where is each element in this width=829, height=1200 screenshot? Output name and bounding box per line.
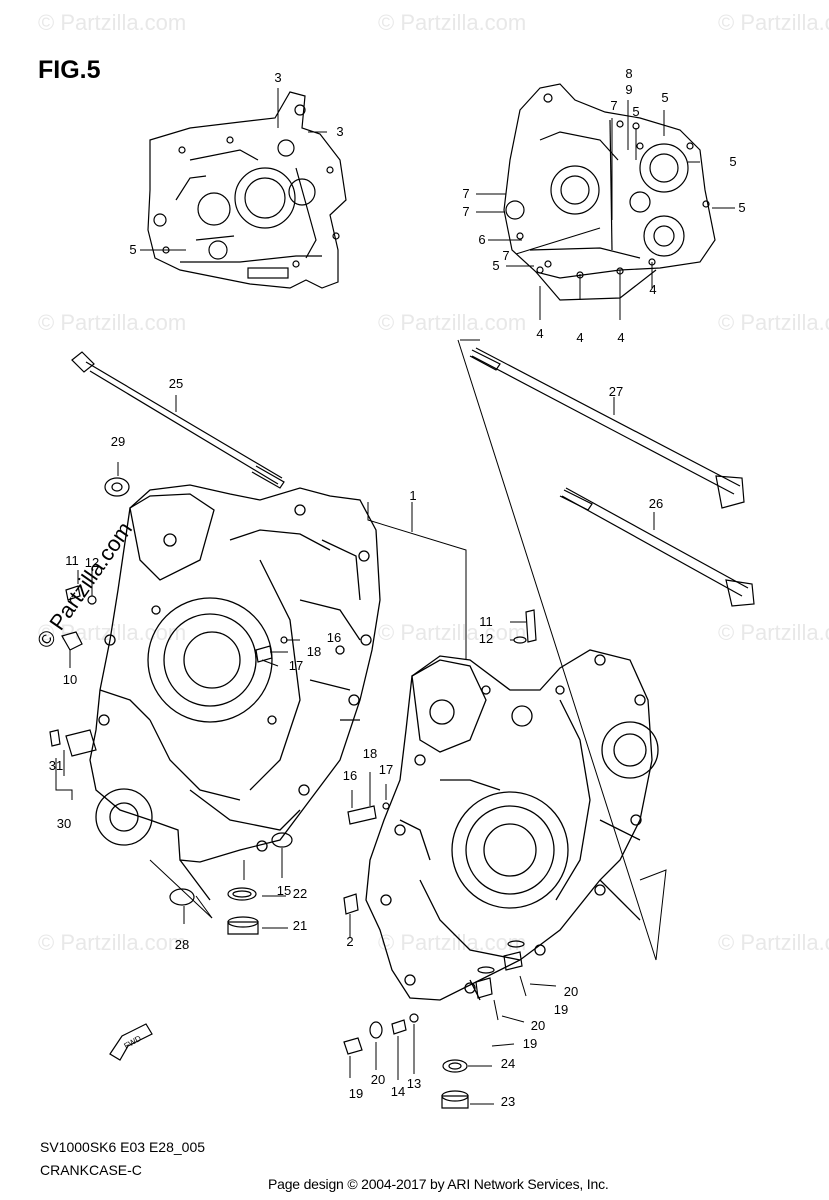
callout-7: 7 [462,186,469,201]
callout-16: 16 [327,630,341,645]
callout-16: 16 [343,768,357,783]
callout-6: 6 [478,232,485,247]
diagram-code: SV1000SK6 E03 E28_005 [40,1139,206,1155]
callout-30: 30 [57,816,71,831]
watermark-text: © Partzilla.com [378,620,526,645]
callout-5: 5 [661,90,668,105]
figure-title: FIG.5 [38,56,101,84]
callout-12: 12 [479,631,493,646]
watermark-text: © Partzilla.com [38,310,186,335]
callout-9: 9 [625,82,632,97]
copyright-footer: Page design © 2004-2017 by ARI Network S… [268,1176,609,1192]
callout-21: 21 [293,918,307,933]
callout-5: 5 [492,258,499,273]
watermark-layer: © Partzilla.com © Partzilla.com © Partzill… [38,10,829,955]
callout-7: 7 [610,98,617,113]
callout-8: 8 [625,66,632,81]
callout-26: 26 [649,496,663,511]
callout-13: 13 [407,1076,421,1091]
callout-3: 3 [274,70,281,85]
watermark-text: © Partzilla.com [378,10,526,35]
crankcase-left-half [89,484,381,901]
callout-4: 4 [649,282,656,297]
callout-27: 27 [609,384,623,399]
inset-crankcase-right [503,83,716,301]
leader-lines [55,88,735,1105]
callout-20: 20 [371,1072,385,1087]
callout-5: 5 [632,104,639,119]
inset-crankcase-left [147,91,347,289]
callout-3: 3 [336,124,343,139]
callout-1: 1 [409,488,416,503]
callout-25: 25 [169,376,183,391]
fwd-arrow-label: FWD [123,1034,143,1051]
watermark-text: © Partzilla.com [378,310,526,335]
callout-11: 11 [479,614,493,629]
crankcase-right-half [365,649,659,1001]
callout-2: 2 [346,934,353,949]
callout-5: 5 [129,242,136,257]
callout-4: 4 [576,330,583,345]
callout-19: 19 [523,1036,537,1051]
callout-5: 5 [738,200,745,215]
callout-18: 18 [307,644,321,659]
callout-17: 17 [379,762,393,777]
small-parts [49,477,537,1109]
callout-22: 22 [293,886,307,901]
callout-19: 19 [349,1086,363,1101]
callout-5: 5 [729,154,736,169]
callout-10: 10 [63,672,77,687]
diagram-name: CRANKCASE-C [40,1162,142,1178]
watermark-text: © Partzilla.com [718,310,829,335]
bolt-26 [559,487,755,607]
watermark-text: © Partzilla.com [378,930,526,955]
callout-24: 24 [501,1056,515,1071]
callout-4: 4 [536,326,543,341]
watermark-text: © Partzilla.com [38,930,186,955]
callout-31: 31 [49,758,63,773]
callout-17: 17 [289,658,303,673]
callout-7: 7 [502,248,509,263]
callout-15: 15 [277,883,291,898]
watermark-text: © Partzilla.com [718,930,829,955]
callout-12: 12 [85,555,99,570]
callout-19: 19 [554,1002,568,1017]
callout-20: 20 [564,984,578,999]
callout-11: 11 [65,553,79,568]
watermark-text: © Partzilla.com [718,620,829,645]
callout-18: 18 [363,746,377,761]
bolt-25 [71,351,285,489]
watermark-text: © Partzilla.com [38,10,186,35]
callout-29: 29 [111,434,125,449]
callout-7: 7 [462,204,469,219]
watermark-text: © Partzilla.com [718,10,829,35]
callout-4: 4 [617,330,624,345]
callout-23: 23 [501,1094,515,1109]
callout-28: 28 [175,937,189,952]
callout-20: 20 [531,1018,545,1033]
callout-14: 14 [391,1084,405,1099]
bolt-27 [469,347,745,509]
